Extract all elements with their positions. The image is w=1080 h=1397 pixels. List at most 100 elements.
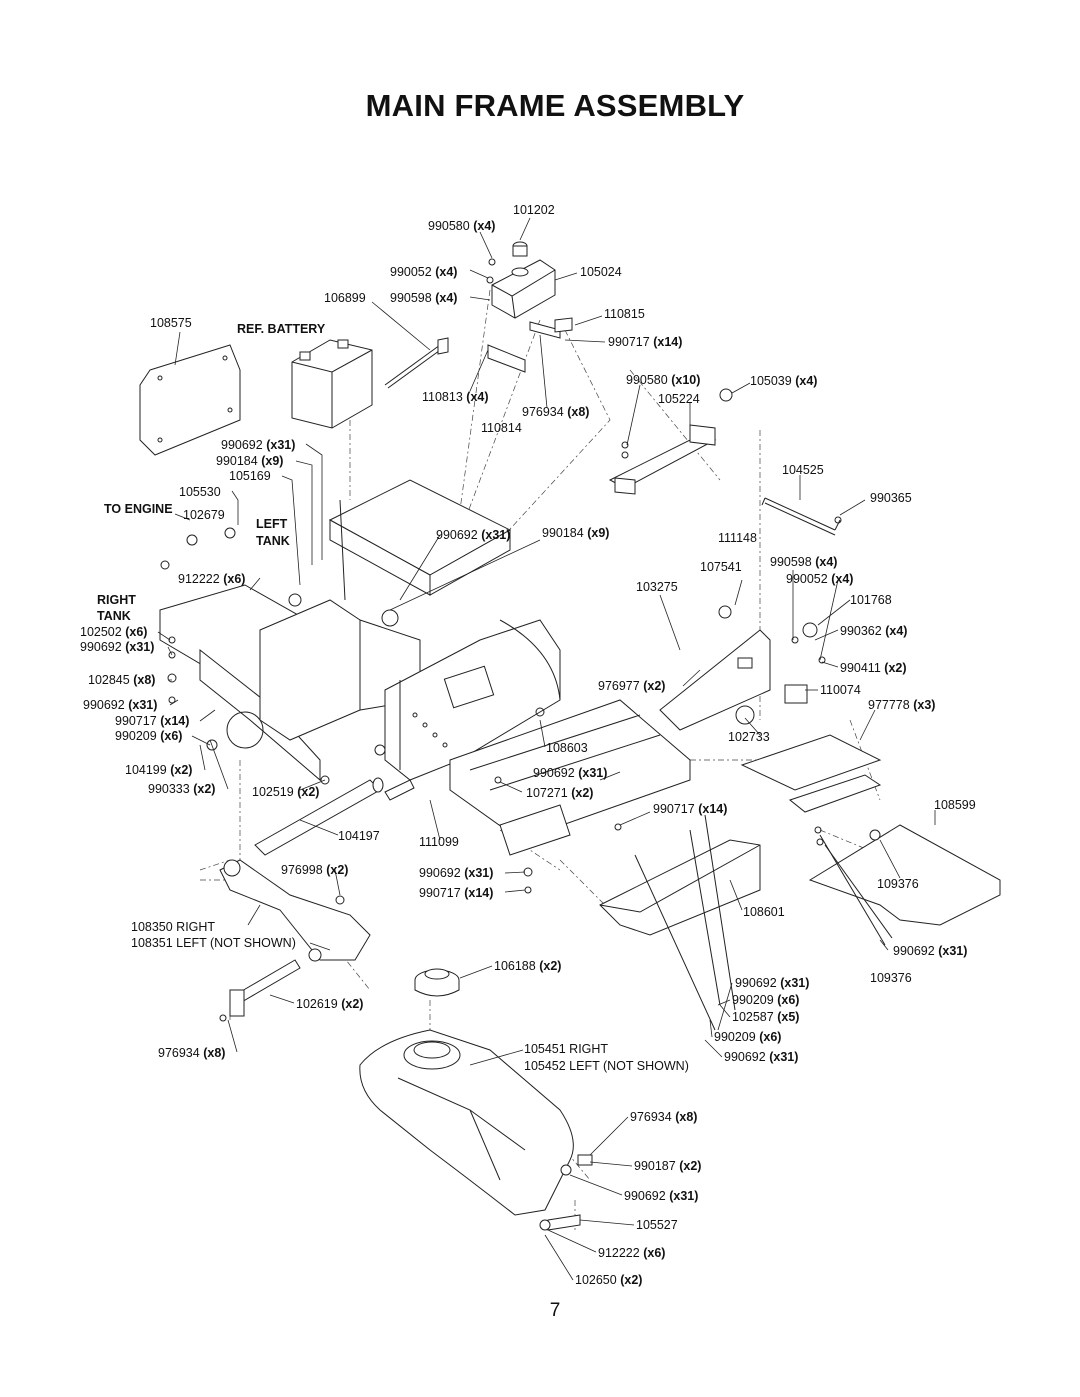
axle-tube bbox=[254, 777, 415, 856]
callout-912222-x6-b: 912222 (x6) bbox=[598, 1246, 665, 1260]
callout-990692-x31-b: 990692 (x31) bbox=[436, 528, 510, 542]
callout-976934-x8-b: 976934 (x8) bbox=[158, 1046, 225, 1060]
label-108350-right: 108350 RIGHT bbox=[131, 920, 215, 934]
fuel-fittings bbox=[539, 1154, 593, 1231]
callout-990362-x4: 990362 (x4) bbox=[840, 624, 907, 638]
battery-tray-plate bbox=[139, 344, 241, 456]
callout-912222-x6-a: 912222 (x6) bbox=[178, 572, 245, 586]
callout-101768: 101768 bbox=[850, 593, 892, 607]
control-rod bbox=[761, 497, 841, 536]
callout-107271-x2: 107271 (x2) bbox=[526, 786, 593, 800]
callout-990692-x31-h: 990692 (x31) bbox=[735, 976, 809, 990]
callout-105224: 105224 bbox=[658, 392, 700, 406]
callout-990692-x31-c: 990692 (x31) bbox=[80, 640, 154, 654]
callout-990692-x31-e: 990692 (x31) bbox=[533, 766, 607, 780]
callout-104197: 104197 bbox=[338, 829, 380, 843]
callout-107541: 107541 bbox=[700, 560, 742, 574]
callout-990598-x4: 990598 (x4) bbox=[390, 291, 457, 305]
main-chassis-frame bbox=[159, 479, 691, 856]
callout-990411-x2: 990411 (x2) bbox=[840, 661, 907, 675]
callout-990717-x14-d: 990717 (x14) bbox=[419, 886, 493, 900]
callout-976934-x8-c: 976934 (x8) bbox=[630, 1110, 697, 1124]
callout-110815: 110815 bbox=[604, 307, 645, 321]
callout-105169: 105169 bbox=[229, 469, 271, 483]
callout-990717-x14-c: 990717 (x14) bbox=[653, 802, 727, 816]
callout-990209-x6-a: 990209 (x6) bbox=[115, 729, 182, 743]
callout-111099: 111099 bbox=[419, 835, 459, 849]
callout-990692-x31-j: 990692 (x31) bbox=[624, 1189, 698, 1203]
callout-102845-x8: 102845 (x8) bbox=[88, 673, 155, 687]
callout-108601: 108601 bbox=[743, 905, 785, 919]
callout-108599: 108599 bbox=[934, 798, 976, 812]
label-left-tank-1: LEFT bbox=[256, 517, 288, 531]
tank-bracket bbox=[487, 317, 573, 373]
callout-108575: 108575 bbox=[150, 316, 192, 330]
heat-shield-plates bbox=[740, 734, 882, 813]
callout-102679: 102679 bbox=[183, 508, 225, 522]
callout-990209-x6-b: 990209 (x6) bbox=[732, 993, 799, 1007]
callout-104525: 104525 bbox=[782, 463, 824, 477]
callout-110074: 110074 bbox=[820, 683, 861, 697]
label-right-tank-2: TANK bbox=[97, 609, 131, 623]
callout-990598-x4-b: 990598 (x4) bbox=[770, 555, 837, 569]
label-108351-left: 108351 LEFT (NOT SHOWN) bbox=[131, 936, 296, 950]
callout-102502-x6: 102502 (x6) bbox=[80, 625, 147, 639]
battery bbox=[291, 339, 373, 429]
callout-103275: 103275 bbox=[636, 580, 678, 594]
callout-990717-x14: 990717 (x14) bbox=[608, 335, 682, 349]
callout-990052-x4: 990052 (x4) bbox=[390, 265, 457, 279]
throttle-rod bbox=[384, 337, 449, 389]
callout-102619-x2: 102619 (x2) bbox=[296, 997, 363, 1011]
pivot-shaft bbox=[229, 959, 301, 1017]
callout-106899: 106899 bbox=[324, 291, 366, 305]
callout-102587-x5: 102587 (x5) bbox=[732, 1010, 799, 1024]
leader-lines bbox=[157, 217, 936, 1281]
callout-977778-x3: 977778 (x3) bbox=[868, 698, 935, 712]
fasteners bbox=[160, 258, 881, 1022]
callout-106188-x2: 106188 (x2) bbox=[494, 959, 561, 973]
callout-105530: 105530 bbox=[179, 485, 221, 499]
callout-990692-x31-f: 990692 (x31) bbox=[419, 866, 493, 880]
callout-976934-x8: 976934 (x8) bbox=[522, 405, 589, 419]
fuel-tank bbox=[359, 1029, 574, 1216]
callout-990184-x9-b: 990184 (x9) bbox=[542, 526, 609, 540]
callout-976977-x2: 976977 (x2) bbox=[598, 679, 665, 693]
fuel-cap bbox=[414, 968, 460, 997]
part-callouts: 101202 990580 (x4) 990052 (x4) 105024 10… bbox=[80, 203, 976, 1287]
callout-990187-x2: 990187 (x2) bbox=[634, 1159, 701, 1173]
callout-990209-x6-c: 990209 (x6) bbox=[714, 1030, 781, 1044]
floor-pan bbox=[808, 824, 1001, 926]
callout-105527: 105527 bbox=[636, 1218, 678, 1232]
callout-105024: 105024 bbox=[580, 265, 622, 279]
callout-111148: 111148 bbox=[718, 531, 757, 545]
callout-104199-x2: 104199 (x2) bbox=[125, 763, 192, 777]
callout-105039-x4: 105039 (x4) bbox=[750, 374, 817, 388]
callout-990580-x10: 990580 (x10) bbox=[626, 373, 700, 387]
label-105451-right: 105451 RIGHT bbox=[524, 1042, 608, 1056]
callout-101202: 101202 bbox=[513, 203, 555, 217]
long-bolts bbox=[634, 814, 893, 1031]
front-step-deck bbox=[599, 839, 761, 936]
label-105452-left: 105452 LEFT (NOT SHOWN) bbox=[524, 1059, 689, 1073]
label-to-engine: TO ENGINE bbox=[104, 502, 173, 516]
callout-110813-x4: 110813 (x4) bbox=[422, 390, 489, 404]
fuel-valve-bracket bbox=[491, 241, 556, 319]
callout-102733: 102733 bbox=[728, 730, 770, 744]
callout-108603: 108603 bbox=[546, 741, 588, 755]
callout-990692-x31-d: 990692 (x31) bbox=[83, 698, 157, 712]
label-ref-battery: REF. BATTERY bbox=[237, 322, 326, 336]
callout-990692-x31-i: 990692 (x31) bbox=[724, 1050, 798, 1064]
callout-990365: 990365 bbox=[870, 491, 912, 505]
page-title: MAIN FRAME ASSEMBLY bbox=[365, 88, 745, 123]
callout-990184-x9-a: 990184 (x9) bbox=[216, 454, 283, 468]
callout-976998-x2: 976998 (x2) bbox=[281, 863, 348, 877]
callout-990692-x31-g: 990692 (x31) bbox=[893, 944, 967, 958]
control-panel bbox=[659, 605, 818, 731]
label-left-tank-2: TANK bbox=[256, 534, 290, 548]
mounting-rail bbox=[608, 388, 733, 495]
callout-102650-x2: 102650 (x2) bbox=[575, 1273, 642, 1287]
callout-102519-x2: 102519 (x2) bbox=[252, 785, 319, 799]
callout-990717-x14-b: 990717 (x14) bbox=[115, 714, 189, 728]
label-right-tank-1: RIGHT bbox=[97, 593, 136, 607]
